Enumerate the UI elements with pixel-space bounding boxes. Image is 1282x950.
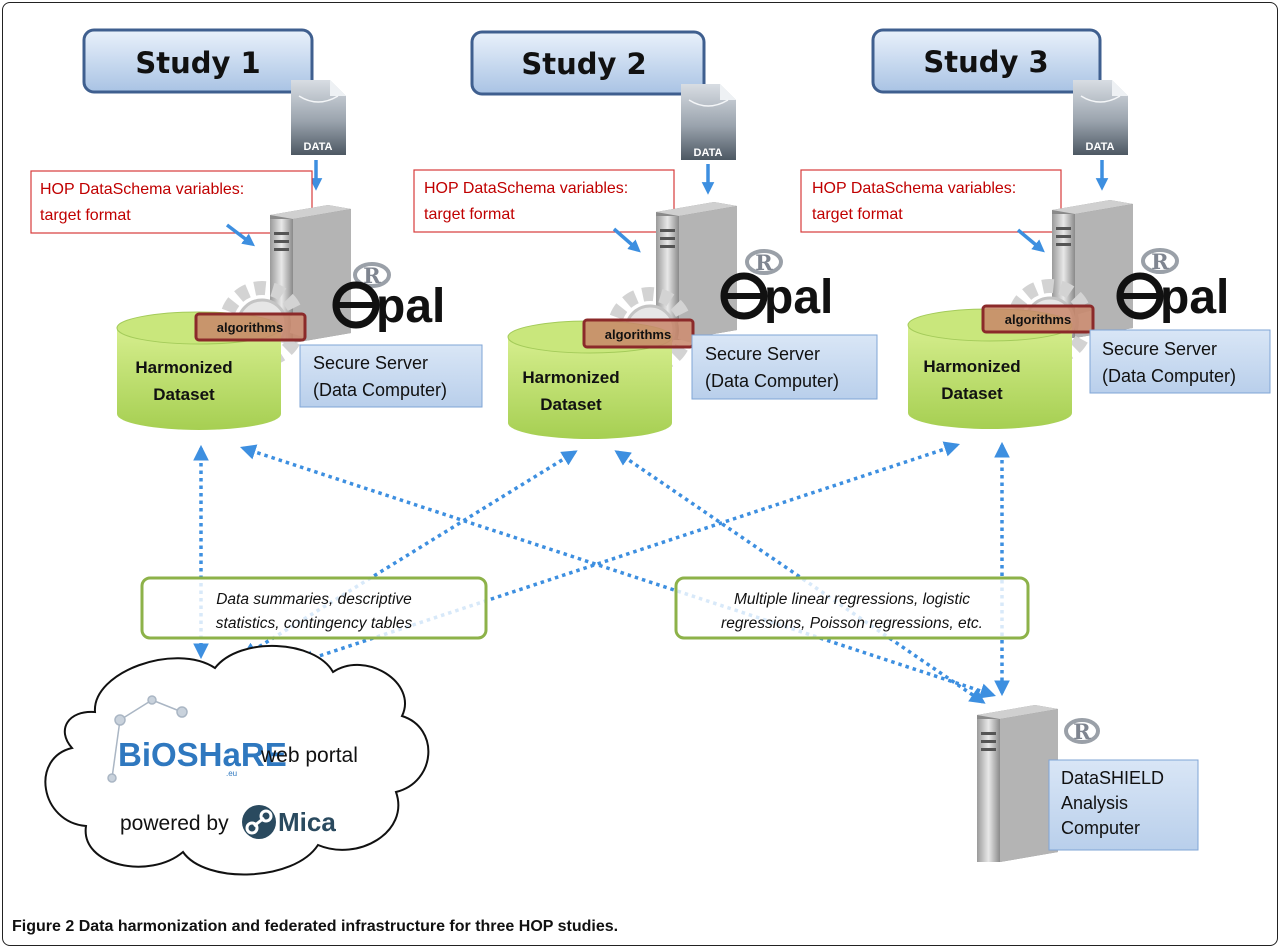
svg-text:Dataset: Dataset	[941, 384, 1003, 403]
study-3-group: Study 3 DATA HOP DataSchema variables: t…	[800, 28, 1271, 429]
study-2-group: Study 2 DATA HOP DataSchema variables: t…	[413, 30, 878, 439]
schema-arrow	[612, 227, 641, 253]
svg-text:R: R	[363, 263, 381, 288]
svg-text:(Data Computer): (Data Computer)	[313, 380, 447, 400]
svg-text:R: R	[755, 250, 773, 275]
study-3-box	[871, 28, 1102, 94]
mica-logo: Mica	[242, 805, 336, 839]
powered-by-text: powered by	[120, 812, 229, 835]
study-1-group: Study 1 DATA HOP DataSchema variables: t…	[30, 28, 483, 430]
caption-label: Figure 2	[12, 918, 75, 935]
analysis-line1: DataSHIELD	[1061, 768, 1164, 788]
r-logo-icon: R	[1064, 718, 1100, 744]
study-2-box	[470, 30, 706, 96]
analysis-line3: Computer	[1061, 818, 1140, 838]
schema-box	[800, 169, 1062, 233]
opal-logo: pal	[720, 271, 833, 324]
connector-study3-portal	[298, 441, 960, 666]
study-1-title: Study 1	[135, 46, 260, 80]
algorithms-label: algorithms	[217, 320, 283, 335]
algorithms-label: algorithms	[605, 327, 671, 342]
svg-text:pal: pal	[1160, 271, 1229, 324]
secure-server-box	[299, 344, 483, 408]
regressions-line2: regressions, Poisson regressions, etc.	[721, 615, 983, 632]
study-2-title: Study 2	[521, 47, 646, 81]
svg-text:Harmonized: Harmonized	[522, 368, 619, 387]
svg-text:Secure Server: Secure Server	[313, 353, 428, 373]
schema-line2: target format	[40, 207, 131, 224]
svg-text:Dataset: Dataset	[153, 385, 215, 404]
algorithms-label-box	[981, 304, 1095, 334]
algorithms-label: algorithms	[1005, 312, 1071, 327]
algorithms-label-box	[582, 318, 695, 349]
schema-box	[30, 170, 313, 234]
portal-cloud	[44, 644, 430, 876]
schema-box	[413, 169, 675, 233]
svg-text:R: R	[1073, 719, 1091, 744]
schema-line1: HOP DataSchema variables:	[424, 180, 628, 197]
algorithms-label-box	[194, 312, 307, 342]
analysis-computer-box	[1048, 759, 1199, 851]
bioshare-logo-text: BiOSHaRE	[118, 736, 287, 773]
study-3-title: Study 3	[923, 45, 1048, 79]
data-file-icon: DATA	[1073, 80, 1128, 155]
analysis-server-icon	[977, 705, 1058, 862]
svg-text:pal: pal	[376, 280, 445, 333]
regressions-line1: Multiple linear regressions, logistic	[734, 591, 970, 608]
data-label: DATA	[694, 147, 723, 159]
regressions-box: Multiple linear regressions, logistic re…	[674, 576, 1030, 640]
svg-text:pal: pal	[764, 271, 833, 324]
data-label: DATA	[1086, 141, 1115, 153]
connector-study1-analysis	[240, 444, 996, 699]
secure-server-box	[691, 334, 878, 400]
r-logo-icon: R	[353, 262, 391, 288]
bioshare-logo: BiOSHaRE .eu	[107, 695, 287, 783]
summaries-line1: Data summaries, descriptive	[216, 591, 412, 608]
schema-arrow	[1016, 228, 1045, 253]
svg-text:(Data Computer): (Data Computer)	[1102, 366, 1236, 386]
schema-arrow	[225, 223, 256, 247]
r-logo-icon: R	[1141, 248, 1179, 274]
analysis-line2: Analysis	[1061, 793, 1128, 813]
schema-line1: HOP DataSchema variables:	[812, 180, 1016, 197]
figure-caption: Figure 2 Data harmonization and federate…	[12, 918, 618, 936]
schema-line2: target format	[812, 206, 903, 223]
bioshare-logo-suffix: .eu	[226, 769, 237, 778]
svg-text:Secure Server: Secure Server	[705, 344, 820, 364]
web-portal-text: web portal	[260, 744, 358, 767]
opal-logo: pal	[332, 280, 445, 333]
svg-text:Harmonized: Harmonized	[135, 358, 232, 377]
svg-text:(Data Computer): (Data Computer)	[705, 371, 839, 391]
data-label: DATA	[304, 141, 333, 153]
r-logo-icon: R	[745, 249, 783, 275]
data-file-icon: DATA	[681, 84, 736, 160]
summaries-box: Data summaries, descriptive statistics, …	[140, 576, 488, 640]
opal-logo: pal	[1116, 271, 1229, 324]
svg-text:R: R	[1151, 249, 1169, 274]
schema-line2: target format	[424, 206, 515, 223]
federated-diagram: Study 1 DATA HOP DataSchema variables: t…	[30, 28, 1271, 876]
data-file-icon: DATA	[291, 80, 346, 155]
svg-text:Dataset: Dataset	[540, 395, 602, 414]
svg-text:Harmonized: Harmonized	[923, 357, 1020, 376]
mica-text: Mica	[278, 807, 336, 837]
svg-text:Secure Server: Secure Server	[1102, 339, 1217, 359]
secure-server-box	[1089, 329, 1271, 394]
schema-line1: HOP DataSchema variables:	[40, 181, 244, 198]
caption-text: Data harmonization and federated infrast…	[78, 918, 619, 935]
summaries-line2: statistics, contingency tables	[216, 615, 413, 632]
study-1-box	[82, 28, 314, 94]
